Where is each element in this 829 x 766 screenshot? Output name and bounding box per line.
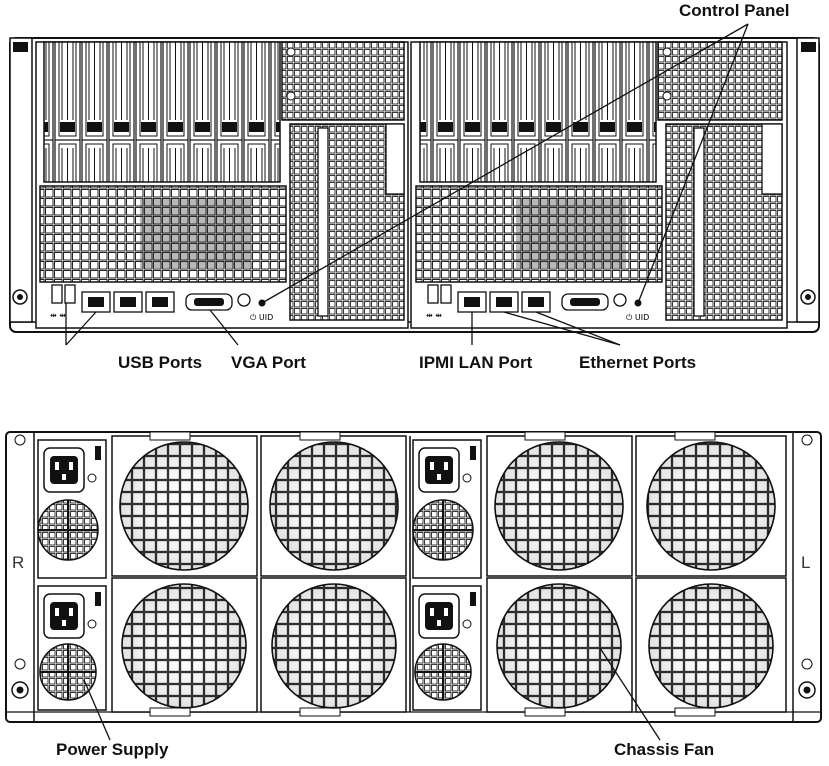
drive-bays (419, 41, 657, 183)
power-supply-group (37, 439, 482, 711)
chassis-fan (486, 431, 633, 577)
left-rack-ear (9, 37, 33, 323)
power-button-icon (237, 293, 251, 307)
chassis-fan (111, 431, 258, 577)
front-vent (415, 185, 663, 283)
power-supply (37, 439, 107, 579)
front-node-1: ⇹ ⇹ ⏻ UID (35, 41, 409, 329)
svg-text:⇹ ⇹: ⇹ ⇹ (50, 311, 66, 320)
ethernet-ports (113, 291, 175, 313)
ethernet-ports (489, 291, 551, 313)
front-vent (39, 185, 287, 283)
rear-leader-lines (83, 647, 661, 741)
ipmi-lan-port (457, 291, 487, 313)
power-supply (37, 585, 107, 711)
rear-side-left-label: R (12, 553, 24, 572)
usb-ports-label: USB Ports (118, 353, 202, 372)
usb-ports: ⇹ ⇹ (426, 284, 452, 320)
control-panel-label: Control Panel (679, 1, 790, 20)
power-button-icon (613, 293, 627, 307)
vga-port (185, 293, 233, 311)
svg-text:⏻ UID: ⏻ UID (626, 313, 649, 322)
rear-view (5, 431, 822, 741)
chassis-fan (635, 431, 787, 577)
vga-port-label: VGA Port (231, 353, 306, 372)
power-supply-label: Power Supply (56, 740, 169, 759)
chassis-fan-label: Chassis Fan (614, 740, 714, 759)
ethernet-ports-label: Ethernet Ports (579, 353, 696, 372)
chassis-fans (111, 431, 787, 717)
chassis-fan (260, 431, 407, 577)
right-rack-ear (796, 37, 820, 323)
power-supply (412, 439, 482, 579)
front-view: ⇹ ⇹ ⏻ UID (9, 23, 820, 346)
chassis-fan (260, 577, 407, 717)
chassis-fan (111, 577, 258, 717)
drive-bays (43, 41, 281, 183)
front-node-2: ⇹ ⇹ ⏻ UID (410, 41, 788, 329)
chassis-fan (486, 577, 633, 717)
ipmi-lan-port (81, 291, 111, 313)
front-leader-lines (65, 23, 749, 346)
svg-text:⇹ ⇹: ⇹ ⇹ (426, 311, 442, 320)
rear-side-right-label: L (801, 553, 810, 572)
vga-port (561, 293, 609, 311)
chassis-fan (635, 577, 787, 717)
ipmi-lan-port-label: IPMI LAN Port (419, 353, 533, 372)
power-supply (412, 585, 482, 711)
usb-ports: ⇹ ⇹ (50, 284, 76, 320)
svg-text:⏻ UID: ⏻ UID (250, 313, 273, 322)
